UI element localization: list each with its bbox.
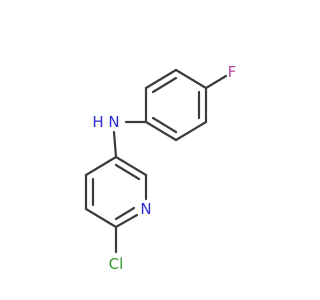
pyridine-ring [84, 155, 148, 254]
double-bond-inner [151, 76, 178, 94]
molecule-structure: g[data-name="fluorophenyl-ring"] { displ… [84, 63, 237, 273]
bond [174, 120, 208, 142]
bond [174, 68, 208, 90]
amine-hydrogen-label: H [92, 113, 103, 131]
fluorophenyl-bonds [124, 68, 228, 142]
chlorine-label: Cl [109, 255, 124, 273]
double-bond-inner [151, 116, 178, 134]
bond [144, 120, 178, 142]
bond [84, 155, 118, 177]
pyridine-nitrogen-label: N [140, 200, 151, 218]
n-c-bond [112, 130, 118, 159]
c-f-bond [204, 74, 228, 90]
amine-nitrogen-label: N [108, 113, 119, 131]
bond [114, 213, 139, 229]
bond [84, 207, 118, 229]
double-bond-inner [114, 163, 141, 181]
double-bond-inner [114, 206, 136, 221]
bond [144, 68, 178, 90]
fluorine-label: F [228, 63, 237, 81]
bond [114, 155, 148, 177]
